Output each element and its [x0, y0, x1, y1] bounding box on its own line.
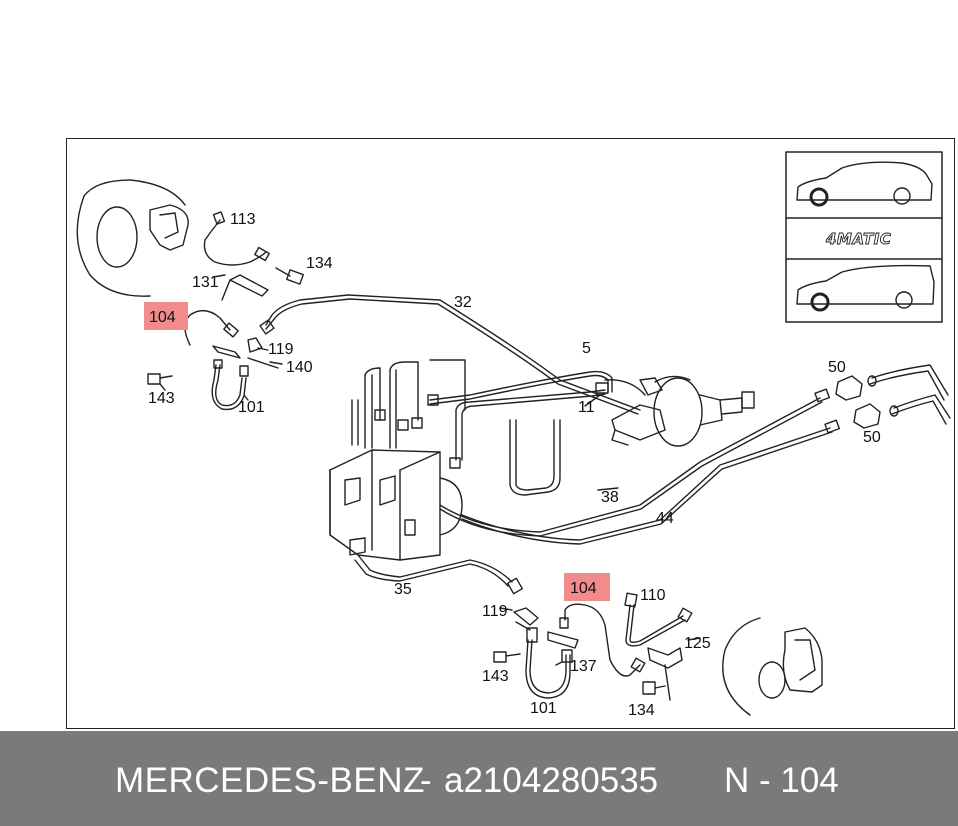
abs-hydraulic-unit: [329, 359, 466, 561]
inset-model-label: 4MATIC: [825, 230, 891, 248]
callout-38: 38: [601, 489, 619, 506]
callout-137: 137: [570, 658, 597, 675]
callout-134-lower: 134: [628, 702, 655, 719]
brake-booster-master-cylinder: [611, 375, 755, 447]
callout-5: 5: [582, 340, 591, 357]
front-right-brake-disc: [722, 617, 823, 716]
callout-11: 11: [578, 399, 595, 416]
callout-143-lower: 143: [482, 668, 509, 685]
wagon-front-wheel: [810, 292, 830, 312]
callout-104-left: 104: [149, 309, 176, 326]
front-left-brake-disc: [76, 179, 189, 297]
highlight-badge-104-left: [144, 302, 188, 330]
callout-113: 113: [230, 211, 256, 228]
callout-35: 35: [394, 581, 412, 598]
wagon-rear-wheel: [895, 291, 913, 309]
vehicle-variant-inset: [785, 151, 943, 323]
footer-bar: MERCEDES-BENZ - a2104280535 N - 104: [0, 731, 958, 826]
callout-44: 44: [656, 510, 674, 527]
footer-part-number: a2104280535: [444, 761, 659, 800]
callout-119-lower: 119: [482, 603, 508, 620]
footer-brand: MERCEDES-BENZ: [115, 761, 425, 800]
callout-101-upper: 101: [238, 399, 265, 416]
callout-32: 32: [454, 294, 472, 311]
callout-140: 140: [286, 359, 313, 376]
callout-131: 131: [192, 274, 219, 291]
wagon-silhouette: [796, 264, 935, 305]
sedan-silhouette: [796, 161, 933, 201]
sedan-rear-wheel: [893, 187, 911, 205]
callout-50-upper: 50: [828, 359, 846, 376]
callout-50-lower: 50: [863, 429, 881, 446]
footer-position-code: N - 104: [724, 761, 839, 800]
callout-134-upper: 134: [306, 255, 333, 272]
callout-119-upper: 119: [268, 341, 294, 358]
footer-separator: -: [420, 761, 432, 800]
brake-line-diagram: 113 134 131 32 104 119 140 143 101 5 11 …: [76, 151, 951, 719]
highlight-badge-104-right: [564, 573, 610, 601]
callout-101-lower: 101: [530, 700, 557, 717]
callout-125: 125: [684, 635, 711, 652]
callout-104-right: 104: [570, 580, 597, 597]
sedan-front-wheel: [809, 187, 829, 207]
callout-110: 110: [640, 587, 666, 604]
callout-143-upper: 143: [148, 390, 175, 407]
